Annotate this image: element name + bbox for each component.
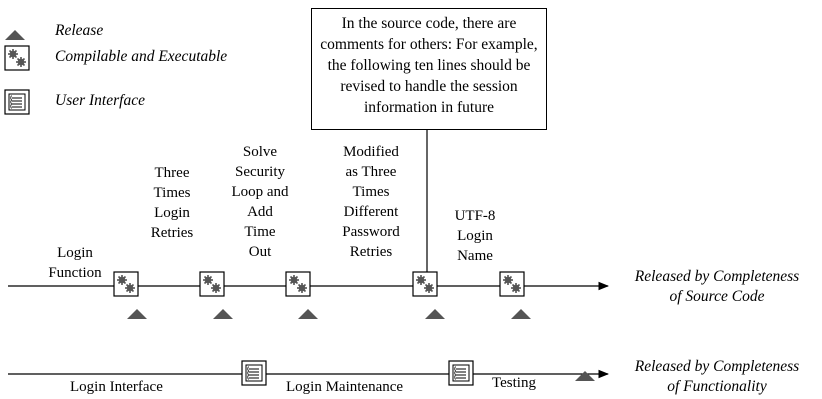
release-triangle-icon [575, 371, 595, 381]
gear-box-icon [412, 271, 438, 297]
legend-release-label: Release [55, 22, 104, 39]
release-triangle-icon [5, 30, 25, 40]
gear-box-icon [499, 271, 525, 297]
release-triangle-icon [425, 309, 445, 319]
gear-box-icon [199, 271, 225, 297]
source-comment-note: In the source code, there are comments f… [311, 8, 547, 130]
step-testing: Testing [492, 375, 536, 391]
step-login-interface: Login Interface [70, 379, 163, 395]
step-solve-security-loop: Solve Security Loop and Add Time Out [231, 144, 289, 260]
step-login-function: Login Function [48, 245, 102, 281]
note-line: the following ten lines should be [327, 57, 531, 74]
release-triangle-icon [511, 309, 531, 319]
functionality-track-label: Released by Completeness of Functionalit… [634, 358, 800, 395]
step-login-maintenance: Login Maintenance [286, 379, 404, 395]
user-interface-icon [4, 89, 30, 115]
note-line: information in future [364, 99, 494, 116]
legend-compilable-label: Compilable and Executable [55, 48, 228, 65]
step-three-times-login-retries: Three Times Login Retries [150, 165, 194, 241]
gear-box-icon [285, 271, 311, 297]
release-triangle-icon [127, 309, 147, 319]
note-line: In the source code, there are [341, 15, 517, 32]
legend-ui-label: User Interface [55, 92, 145, 109]
source-code-track-label: Released by Completeness of Source Code [634, 268, 800, 305]
user-interface-icon [448, 360, 474, 386]
release-triangle-icon [298, 309, 318, 319]
gear-box-icon [4, 45, 30, 71]
step-utf8-login-name: UTF-8 Login Name [454, 208, 496, 264]
note-line: revised to handle the session [340, 78, 518, 95]
release-triangle-icon [213, 309, 233, 319]
note-line: comments for others: For example, [320, 36, 538, 53]
user-interface-icon [241, 360, 267, 386]
step-modified-password-retries: Modified as Three Times Different Passwo… [342, 144, 400, 260]
